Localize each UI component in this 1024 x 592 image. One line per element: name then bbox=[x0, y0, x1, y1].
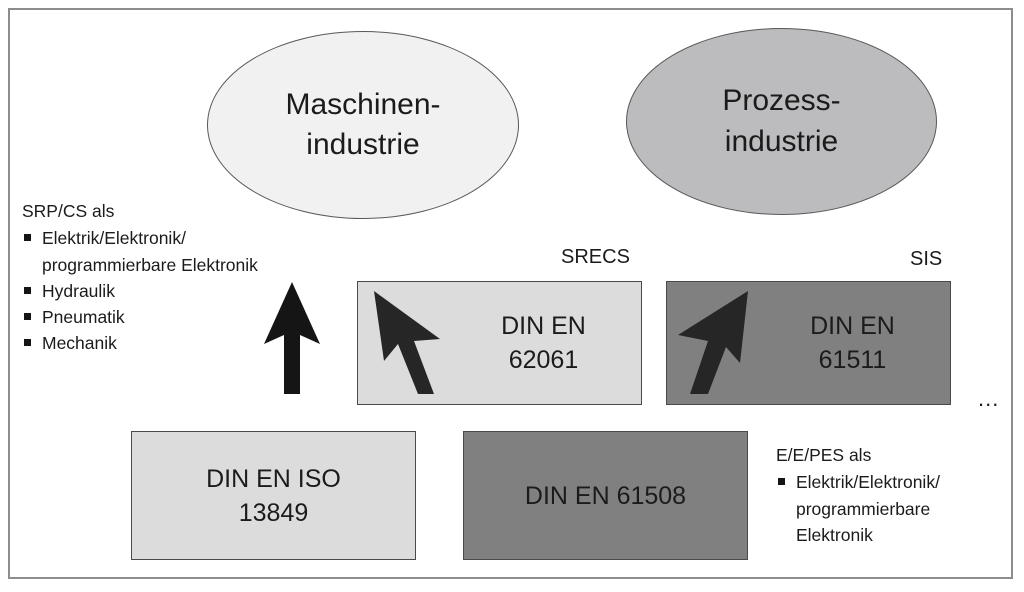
standard-box-din-en-62061-line1: DIN EN bbox=[501, 312, 586, 340]
srpcs-item-1: Hydraulik bbox=[42, 280, 115, 301]
arrow-up-right-icon bbox=[678, 291, 748, 394]
standard-box-din-en-62061: DIN EN 62061 bbox=[357, 281, 642, 405]
arrow-up-left-icon bbox=[374, 291, 440, 394]
standard-box-din-en-61511-text: DIN EN 61511 bbox=[722, 309, 895, 377]
srpcs-heading: SRP/CS als bbox=[22, 201, 115, 221]
standard-box-din-en-61511-line2: 61511 bbox=[818, 346, 887, 374]
arrow-up-icon bbox=[264, 282, 320, 394]
ellipse-prozessindustrie: Prozess- industrie bbox=[626, 28, 937, 215]
eepes-bullet-list: Elektrik/Elektronik/ programmierbare Ele… bbox=[776, 469, 1006, 548]
standard-box-din-en-61511: DIN EN 61511 bbox=[666, 281, 951, 405]
ellipse-maschinenindustrie: Maschinen- industrie bbox=[207, 31, 519, 219]
square-bullet-icon bbox=[24, 313, 31, 320]
list-item: Mechanik bbox=[22, 330, 267, 356]
standard-box-din-en-62061-text: DIN EN 62061 bbox=[413, 309, 586, 377]
srpcs-bullet-list: Elektrik/Elektronik/ programmierbare Ele… bbox=[22, 225, 267, 356]
ellipsis-more-label: ... bbox=[978, 386, 1000, 411]
eepes-text-block: E/E/PES als Elektrik/Elektronik/ program… bbox=[776, 442, 1006, 548]
ellipse-maschinenindustrie-line2: industrie bbox=[306, 128, 420, 161]
square-bullet-icon bbox=[778, 478, 785, 486]
square-bullet-icon bbox=[24, 286, 31, 294]
list-item: Elektrik/Elektronik/ programmierbare Ele… bbox=[776, 469, 1006, 548]
standard-box-din-en-iso-13849: DIN EN ISO 13849 bbox=[131, 431, 416, 560]
eepes-heading: E/E/PES als bbox=[776, 445, 872, 465]
list-item: Pneumatik bbox=[22, 304, 267, 330]
eepes-item-0: Elektrik/Elektronik/ programmierbare Ele… bbox=[796, 472, 940, 545]
label-sis: SIS bbox=[910, 248, 943, 270]
square-bullet-icon bbox=[24, 234, 31, 242]
list-item: Hydraulik bbox=[22, 278, 267, 304]
ellipse-prozessindustrie-line1: Prozess- bbox=[722, 84, 841, 118]
standard-box-din-en-iso-13849-text: DIN EN ISO 13849 bbox=[206, 462, 341, 530]
standard-box-din-en-iso-13849-line2: 13849 bbox=[238, 498, 309, 527]
srpcs-item-3: Mechanik bbox=[42, 333, 117, 354]
standard-box-din-en-61508-line1: DIN EN 61508 bbox=[524, 481, 687, 510]
srpcs-text-block: SRP/CS als Elektrik/Elektronik/ programm… bbox=[22, 198, 267, 357]
standard-box-din-en-61511-line1: DIN EN bbox=[810, 312, 895, 340]
label-srecs: SRECS bbox=[561, 246, 630, 268]
standard-box-din-en-61508: DIN EN 61508 bbox=[463, 431, 748, 560]
square-bullet-icon bbox=[24, 339, 31, 347]
standard-box-din-en-62061-line2: 62061 bbox=[508, 346, 579, 374]
srpcs-item-0: Elektrik/Elektronik/ programmierbare Ele… bbox=[42, 228, 258, 275]
ellipse-maschinenindustrie-line1: Maschinen- bbox=[285, 87, 441, 121]
standard-box-din-en-iso-13849-line1: DIN EN ISO bbox=[206, 464, 341, 493]
list-item: Elektrik/Elektronik/ programmierbare Ele… bbox=[22, 225, 267, 278]
ellipse-prozessindustrie-line2: industrie bbox=[724, 124, 839, 158]
srpcs-item-2: Pneumatik bbox=[42, 307, 125, 327]
standard-box-din-en-61508-text: DIN EN 61508 bbox=[525, 479, 686, 513]
